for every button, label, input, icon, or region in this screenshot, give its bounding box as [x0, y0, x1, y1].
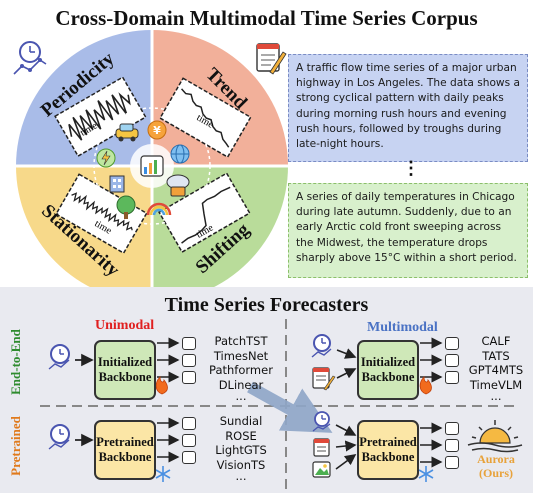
- model-name: ...: [235, 469, 247, 483]
- clock-icon: [311, 334, 332, 358]
- aurora-ours-tag: (Ours): [479, 466, 513, 480]
- model-name: VisionTS: [216, 457, 266, 472]
- clock-plot-icon: [13, 41, 47, 75]
- forecasters-title: Time Series Forecasters: [164, 294, 369, 316]
- model-name: TimeVLM: [469, 377, 523, 392]
- sunrise-icon: [467, 420, 523, 453]
- output-box: [182, 337, 196, 350]
- unimodal-pretrained-backbone: Pretrained Backbone: [94, 420, 156, 480]
- model-name: GPT4MTS: [468, 363, 524, 377]
- tree-icon: [116, 195, 136, 219]
- traffic-description-box: A traffic flow time series of a major ur…: [288, 54, 528, 162]
- ellipsis: ⋮: [402, 158, 420, 178]
- snowflake-icon: [418, 466, 434, 482]
- output-box: [182, 371, 196, 384]
- globe-icon: [170, 144, 190, 164]
- building-icon: [109, 175, 125, 193]
- temperature-description-box: A series of daily temperatures in Chicag…: [288, 183, 528, 278]
- fire-icon: [155, 376, 168, 395]
- unimodal-label: Unimodal: [95, 318, 155, 333]
- model-name: TimesNet: [213, 348, 269, 363]
- chart-icon: [140, 155, 164, 177]
- model-name: TATS: [482, 348, 510, 363]
- aurora-name: Aurora: [477, 452, 515, 466]
- stationarity-plot: [55, 173, 148, 255]
- trend-plot: [159, 77, 252, 159]
- aurora-label: Aurora (Ours): [466, 452, 526, 480]
- lightning-icon: [96, 148, 116, 168]
- unimodal-end-to-end-model-list: PatchTST TimesNet Pathformer DLinear ...: [202, 334, 280, 403]
- model-name: ROSE: [225, 428, 257, 443]
- image-icon: [312, 461, 331, 478]
- output-box: [445, 337, 459, 350]
- multimodal-initialized-backbone: Initialized Backbone: [357, 340, 419, 400]
- unimodal-initialized-backbone: Initialized Backbone: [94, 340, 156, 400]
- output-box: [445, 354, 459, 367]
- clock-icon: [48, 344, 70, 370]
- model-name: LightGTS: [215, 443, 267, 457]
- document-icon: [312, 367, 336, 391]
- output-box: [445, 456, 459, 469]
- cloud-server-icon: [166, 174, 190, 197]
- model-name: DLinear: [218, 377, 264, 392]
- output-box: [445, 439, 459, 452]
- yen-icon: ¥: [147, 120, 167, 140]
- output-box: [445, 422, 459, 435]
- document-icon: [313, 438, 330, 457]
- model-name: Sundial: [219, 414, 263, 428]
- notepad-icon: [256, 43, 287, 75]
- output-box: [182, 417, 196, 430]
- model-name: CALF: [481, 334, 511, 348]
- forecasters-graphic: [40, 319, 523, 491]
- svg-text:¥: ¥: [153, 124, 161, 137]
- output-box: [445, 371, 459, 384]
- clock-icon: [312, 411, 331, 432]
- model-name: PatchTST: [214, 334, 268, 348]
- model-name: Pathformer: [209, 363, 273, 377]
- shifting-plot: [158, 172, 251, 254]
- multimodal-label: Multimodal: [367, 320, 438, 335]
- fire-icon: [419, 376, 432, 395]
- corpus-title: Cross-Domain Multimodal Time Series Corp…: [55, 6, 478, 30]
- clock-icon: [48, 424, 70, 450]
- output-box: [182, 434, 196, 447]
- model-name: ...: [490, 389, 502, 403]
- snowflake-icon: [155, 466, 171, 482]
- output-box: [182, 354, 196, 367]
- car-icon: [115, 123, 139, 142]
- rainbow-icon: [146, 202, 172, 216]
- periodicity-plot: [54, 76, 147, 158]
- unimodal-pretrained-model-list: Sundial ROSE LightGTS VisionTS ...: [202, 414, 280, 483]
- multimodal-end-to-end-model-list: CALF TATS GPT4MTS TimeVLM ...: [462, 334, 530, 403]
- aurora-pretrained-backbone: Pretrained Backbone: [357, 420, 419, 480]
- corpus-graphic: ¥: [13, 30, 288, 287]
- model-name: ...: [235, 389, 247, 403]
- output-box: [182, 451, 196, 464]
